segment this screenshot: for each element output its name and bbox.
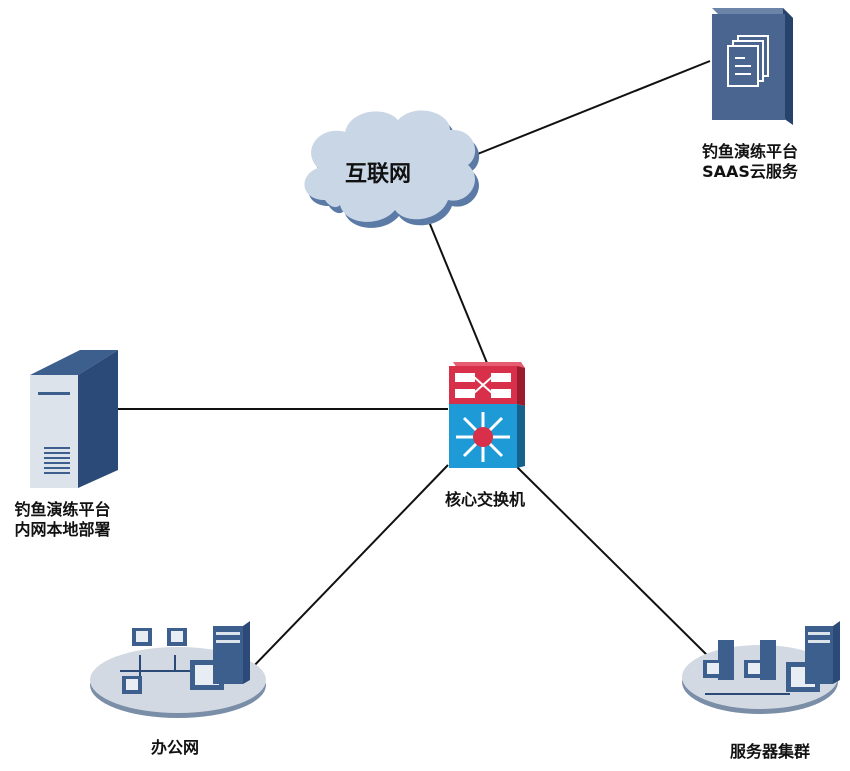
core-switch-label: 核心交换机	[444, 490, 525, 509]
core-switch-icon	[449, 362, 525, 468]
edge-internet-core-switch	[424, 211, 488, 364]
edge-core-switch-office-net	[249, 464, 449, 671]
office-network-label: 办公网	[150, 738, 199, 757]
connections	[118, 60, 713, 671]
office-network-icon	[90, 621, 266, 718]
local-server-label-line2: 内网本地部署	[14, 520, 111, 539]
edge-internet-saas	[469, 60, 711, 158]
saas-server-icon	[712, 8, 793, 125]
local-server-label: 钓鱼演练平台 内网本地部署	[0, 500, 125, 540]
internet-label: 互联网	[345, 162, 412, 187]
saas-label-line2: SAAS云服务	[702, 162, 798, 181]
internet-cloud-icon	[304, 110, 480, 228]
local-server-label-line1: 钓鱼演练平台	[14, 500, 111, 519]
local-server-icon	[30, 350, 118, 488]
document-stack-icon	[727, 35, 769, 87]
edge-core-switch-server-cluster	[514, 464, 713, 661]
server-cluster-label: 服务器集群	[729, 742, 810, 761]
saas-label: 钓鱼演练平台 SAAS云服务	[690, 142, 810, 182]
server-cluster-icon	[682, 621, 840, 714]
saas-label-line1: 钓鱼演练平台	[701, 142, 798, 161]
